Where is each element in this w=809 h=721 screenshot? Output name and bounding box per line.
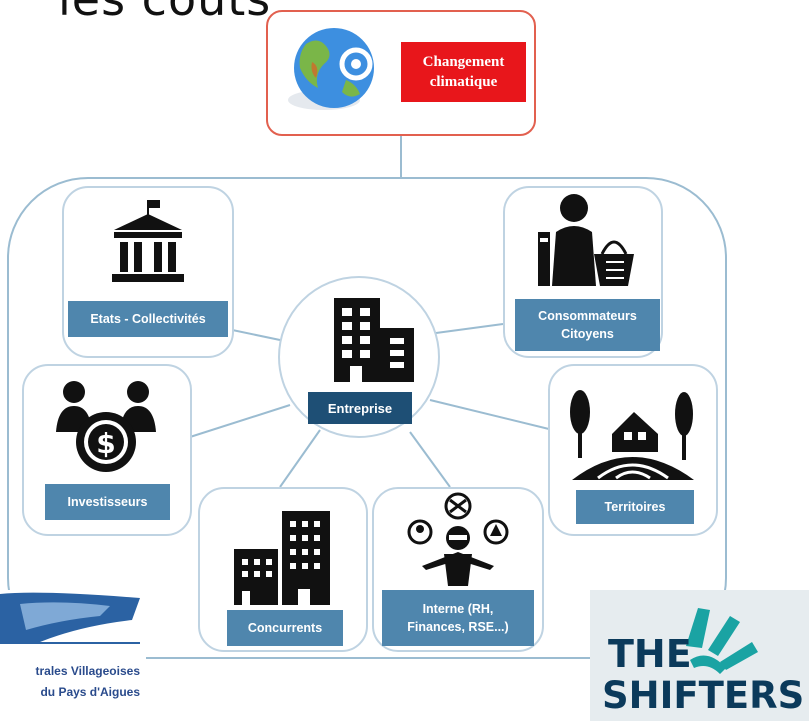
entreprise-label: Entreprise [308, 392, 412, 424]
investisseurs-label: Investisseurs [45, 484, 170, 520]
connector-investisseurs [189, 404, 291, 438]
logo-left-line2: du Pays d'Aigues [40, 685, 140, 699]
logo-left-line1: trales Villageoises [35, 664, 140, 678]
landscape-trees-house-icon [570, 390, 694, 480]
the-shifters-sunburst-icon [686, 608, 758, 674]
changement-climatique-line1: Changement [422, 54, 505, 70]
shopper-with-basket-icon [538, 194, 634, 286]
interne-label: Interne (RH, Finances, RSE...) [382, 590, 534, 646]
earth-globe-icon [288, 28, 374, 110]
outer-ring [7, 177, 727, 659]
interne-line2: Finances, RSE...) [407, 620, 509, 634]
svg-text:$: $ [96, 427, 115, 460]
consommateurs-line1: Consommateurs [538, 309, 637, 323]
etats-collectivites-label: Etats - Collectivités [68, 301, 228, 337]
concurrents-label: Concurrents [227, 610, 343, 646]
government-building-icon [112, 200, 184, 282]
centrales-villageoises-logo-graphic [0, 590, 146, 721]
office-building-icon [334, 298, 414, 382]
interne-line1: Interne (RH, [422, 602, 494, 616]
connector-concurrents [279, 429, 321, 488]
changement-climatique-label: Changement climatique [401, 42, 526, 102]
shifters-line1: THE [608, 632, 692, 676]
centrales-villageoises-logo: trales Villageoises du Pays d'Aigues [0, 590, 146, 721]
manager-with-icons-icon [407, 492, 509, 586]
consommateurs-citoyens-label: Consommateurs Citoyens [515, 299, 660, 351]
title-fragment: les coûts [58, 0, 271, 26]
connector-interne [409, 431, 451, 488]
investor-group-dollar-icon: $ [56, 381, 156, 472]
city-buildings-icon [234, 511, 330, 605]
shifters-line2: SHIFTERS [602, 674, 805, 717]
changement-climatique-line2: climatique [429, 74, 498, 90]
consommateurs-line2: Citoyens [561, 327, 614, 341]
connector-territoires [429, 399, 554, 431]
connector-consommateurs [435, 323, 504, 334]
territoires-label: Territoires [576, 490, 694, 524]
the-shifters-logo: THE SHIFTERS [590, 590, 809, 721]
